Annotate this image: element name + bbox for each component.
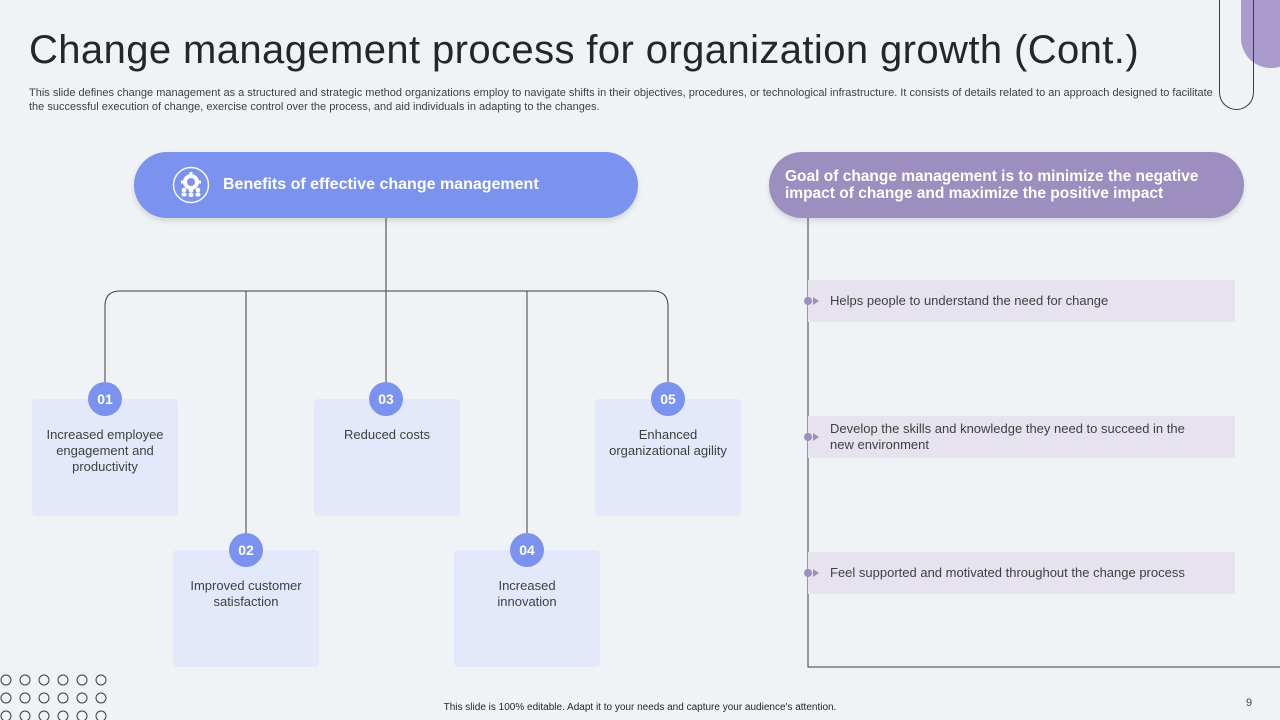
goal-heading: Goal of change management is to minimize… <box>785 168 1199 202</box>
goal-item-1: Helps people to understand the need for … <box>804 280 1235 322</box>
benefit-card-02: Improved customer satisfaction <box>173 550 319 667</box>
benefit-label: Reduced costs <box>344 427 430 442</box>
goal-item-text: Helps people to understand the need for … <box>830 293 1109 308</box>
goal-item-text: Feel supported and motivated throughout … <box>830 565 1185 580</box>
footer-note: This slide is 100% editable. Adapt it to… <box>443 702 837 713</box>
benefit-number-02: 02 <box>229 533 263 567</box>
benefit-label: Increased employee engagement and produc… <box>46 427 164 474</box>
page-number: 9 <box>1246 697 1253 709</box>
benefit-number-01: 01 <box>88 382 122 416</box>
decorative-outline-tab <box>1219 0 1254 110</box>
bullet-arrow-icon <box>804 433 819 441</box>
benefit-label: Enhanced organizational agility <box>609 427 727 458</box>
goal-item-3: Feel supported and motivated throughout … <box>804 552 1235 594</box>
benefit-card-03: Reduced costs <box>314 399 460 516</box>
bullet-arrow-icon <box>804 569 819 577</box>
benefit-card-04: Increased innovation <box>454 550 600 667</box>
benefit-number-05: 05 <box>651 382 685 416</box>
benefit-number-04: 04 <box>510 533 544 567</box>
gear-people-icon <box>172 166 210 204</box>
benefit-label: Improved customer satisfaction <box>190 578 302 609</box>
benefits-heading: Benefits of effective change management <box>223 176 539 193</box>
benefits-header: Benefits of effective change management <box>134 152 638 218</box>
benefit-card-01: Increased employee engagement and produc… <box>32 399 178 516</box>
decorative-tab <box>1241 0 1280 68</box>
goal-item-2: Develop the skills and knowledge they ne… <box>804 416 1235 458</box>
slide-title: Change management process for organizati… <box>29 28 1140 72</box>
goal-item-text: Develop the skills and knowledge they ne… <box>830 421 1185 452</box>
benefit-label: Increased innovation <box>497 578 557 609</box>
benefit-card-05: Enhanced organizational agility <box>595 399 741 516</box>
benefit-number-03: 03 <box>369 382 403 416</box>
slide-subtitle: This slide defines change management as … <box>29 87 1213 113</box>
bullet-arrow-icon <box>804 297 819 305</box>
goal-header: Goal of change management is to minimize… <box>769 152 1244 218</box>
decorative-dot-grid <box>0 674 107 720</box>
